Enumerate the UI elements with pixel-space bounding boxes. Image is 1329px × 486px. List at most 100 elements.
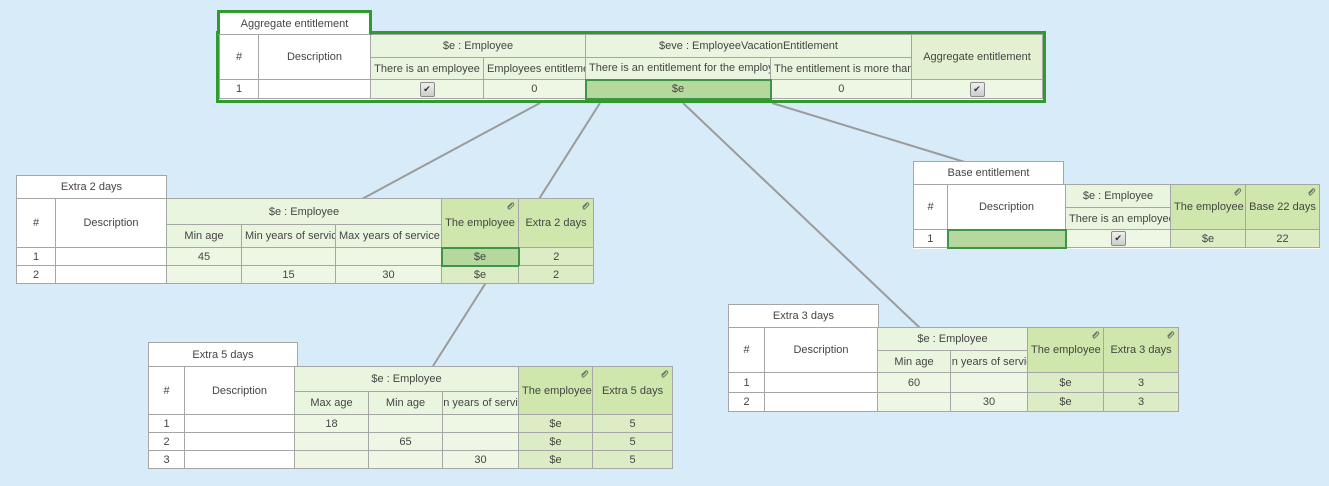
row-number-header[interactable]: # [16,198,56,248]
description-cell[interactable] [258,79,371,99]
description-header[interactable]: Description [947,184,1066,230]
condition-cell[interactable]: 0 [770,79,913,99]
action-cell-selected[interactable]: $e [440,246,520,267]
column-header-entitlement-for-employee[interactable]: There is an entitlement for the employee [585,57,772,80]
action-cell[interactable]: $e [518,414,594,433]
condition-cell[interactable] [166,265,242,284]
condition-cell[interactable] [294,432,369,451]
action-cell[interactable]: $e [518,450,594,469]
column-header-aggregate-entitlement[interactable]: Aggregate entitlement [911,34,1044,80]
column-header-extra-2-days[interactable]: Extra 2 days [518,198,595,248]
condition-cell[interactable] [441,414,520,433]
column-header-the-employee[interactable]: The employee [441,198,520,248]
action-cell[interactable]: $e [441,265,520,284]
row-number-cell[interactable]: 1 [219,79,259,99]
action-cell[interactable]: 2 [518,265,595,284]
action-cell[interactable]: $e [1027,392,1105,412]
action-cell[interactable]: 5 [592,450,674,469]
action-cell[interactable]: $e [1027,372,1105,393]
column-header-entitlement-more-than[interactable]: The entitlement is more than [770,57,913,80]
column-header-min-age[interactable]: Min age [368,391,443,415]
row-number-cell[interactable]: 2 [148,432,185,451]
column-header-min-age[interactable]: Min age [166,224,242,248]
condition-cell[interactable] [368,414,443,433]
tab-extra-3-days[interactable]: Extra 3 days [728,304,879,328]
checkbox-checked-icon[interactable]: ✔ [419,81,435,97]
action-cell[interactable]: ✔ [911,79,1044,99]
column-header-max-age[interactable]: Max age [294,391,369,415]
column-header-min-years-of-service[interactable]: Min years of service [441,391,520,415]
condition-cell[interactable]: 30 [441,450,520,469]
row-number-cell[interactable]: 3 [148,450,185,469]
description-header[interactable]: Description [184,366,295,415]
tab-base-entitlement[interactable]: Base entitlement [913,161,1064,185]
action-cell[interactable]: 5 [592,414,674,433]
group-header-employee[interactable]: $e : Employee [369,34,587,58]
row-number-cell[interactable]: 1 [148,414,185,433]
tab-extra-2-days[interactable]: Extra 2 days [16,175,167,199]
action-cell[interactable]: 2 [518,247,595,266]
column-header-min-age[interactable]: Min age [877,350,951,373]
action-cell[interactable]: $e [518,432,594,451]
action-cell[interactable]: 3 [1103,372,1180,393]
column-header-there-is-an-employee[interactable]: There is an employee [370,57,484,80]
condition-cell[interactable]: 30 [949,392,1029,412]
action-cell[interactable]: 3 [1103,392,1180,412]
row-number-header[interactable]: # [219,34,259,80]
row-number-cell[interactable]: 2 [16,265,56,284]
description-cell[interactable] [764,372,878,393]
condition-cell[interactable]: 45 [166,247,242,266]
checkbox-checked-icon[interactable]: ✔ [1110,231,1126,246]
condition-cell[interactable]: 18 [294,414,369,433]
condition-cell[interactable]: 65 [368,432,443,451]
condition-cell[interactable]: ✔ [370,79,484,99]
column-header-min-years-of-service[interactable]: Min years of service [241,224,336,248]
description-header[interactable]: Description [55,198,167,248]
group-header-employee[interactable]: $e : Employee [165,198,443,225]
column-header-the-employee[interactable]: The employee [518,366,594,415]
tab-extra-5-days[interactable]: Extra 5 days [148,342,298,367]
condition-cell[interactable] [334,247,443,266]
column-header-base-22-days[interactable]: Base 22 days [1245,184,1320,230]
column-header-extra-3-days[interactable]: Extra 3 days [1103,327,1180,373]
condition-cell[interactable]: 0 [482,79,587,99]
condition-cell[interactable] [368,450,443,469]
column-header-extra-5-days[interactable]: Extra 5 days [592,366,674,415]
condition-cell[interactable]: 30 [334,265,443,284]
tab-aggregate-entitlement[interactable]: Aggregate entitlement [217,10,372,35]
condition-cell[interactable] [877,392,951,412]
row-number-cell[interactable]: 1 [16,247,56,266]
row-number-header[interactable]: # [148,366,185,415]
condition-cell[interactable] [949,372,1029,393]
description-cell[interactable] [764,392,878,412]
row-number-header[interactable]: # [728,327,765,373]
description-header[interactable]: Description [764,327,878,373]
row-number-cell[interactable]: 1 [913,229,948,248]
condition-cell-selected[interactable]: $e [584,78,772,100]
column-header-there-is-an-employee[interactable]: There is an employee [1065,207,1171,230]
group-header-employee[interactable]: $e : Employee [1065,184,1171,208]
group-header-employee[interactable]: $e : Employee [876,327,1029,351]
description-header[interactable]: Description [258,34,371,80]
description-cell[interactable] [184,432,295,451]
action-cell[interactable]: 5 [592,432,674,451]
action-cell[interactable]: 22 [1245,229,1320,248]
column-header-the-employee[interactable]: The employee [1170,184,1246,230]
row-number-header[interactable]: # [913,184,948,230]
description-cell[interactable] [184,414,295,433]
column-header-max-years-of-service[interactable]: Max years of service [334,224,443,248]
column-header-employees-entitlement[interactable]: Employees entitlement [482,57,587,80]
description-cell[interactable] [184,450,295,469]
condition-cell[interactable] [241,247,336,266]
condition-cell[interactable]: ✔ [1065,229,1171,248]
group-header-employee[interactable]: $e : Employee [293,366,520,392]
column-header-min-years-of-service[interactable]: Min years of service [949,350,1029,373]
action-cell[interactable]: $e [1170,229,1246,248]
description-cell[interactable] [55,247,167,266]
row-number-cell[interactable]: 1 [728,372,765,393]
column-header-the-employee[interactable]: The employee [1027,327,1105,373]
condition-cell[interactable] [294,450,369,469]
description-cell-selected[interactable] [946,228,1067,249]
group-header-vacation-entitlement[interactable]: $eve : EmployeeVacationEntitlement [585,34,913,58]
condition-cell[interactable]: 60 [877,372,951,393]
